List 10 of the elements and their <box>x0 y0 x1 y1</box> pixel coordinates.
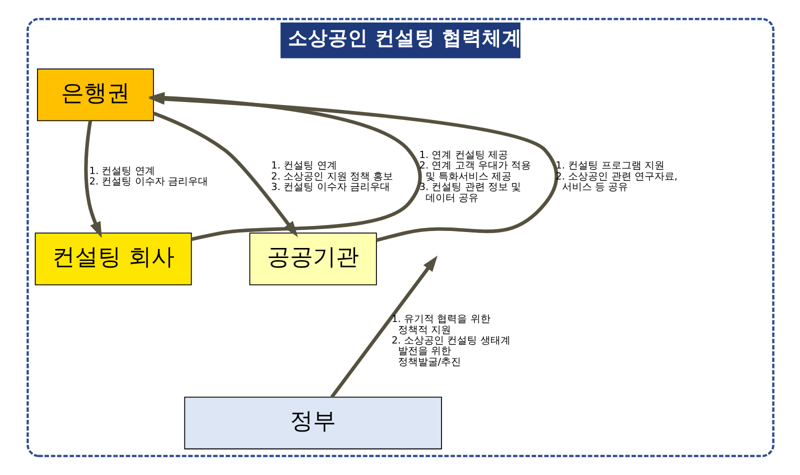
edge-label: 1. 연계 컨설팅 제공 2. 연계 고객 우대가 적용 및 특화서비스 제공 3. 컨설팅 관련 정보 및 데이터 공유 <box>418 150 531 204</box>
arrow <box>84 120 102 238</box>
edge-label: 1. 컨설팅 연계 2. 컨설팅 이수자 금리우대 <box>88 166 208 188</box>
arrow <box>330 256 438 398</box>
node-box: 컨설팅 회사 <box>34 232 192 286</box>
node-box: 은행권 <box>36 68 154 122</box>
node-box: 정부 <box>184 396 442 450</box>
node-box: 공공기관 <box>248 232 376 286</box>
edge-label: 1. 유기적 협력을 위한 정책적 지원 2. 소상공인 컨설팅 생태계 발전을 위한 정책발굴/추진 <box>391 314 510 368</box>
edge-label: 1. 컨설팅 연계 2. 소상공인 지원 정책 홍보 3. 컨설팅 이수자 금리우대 <box>270 160 392 194</box>
